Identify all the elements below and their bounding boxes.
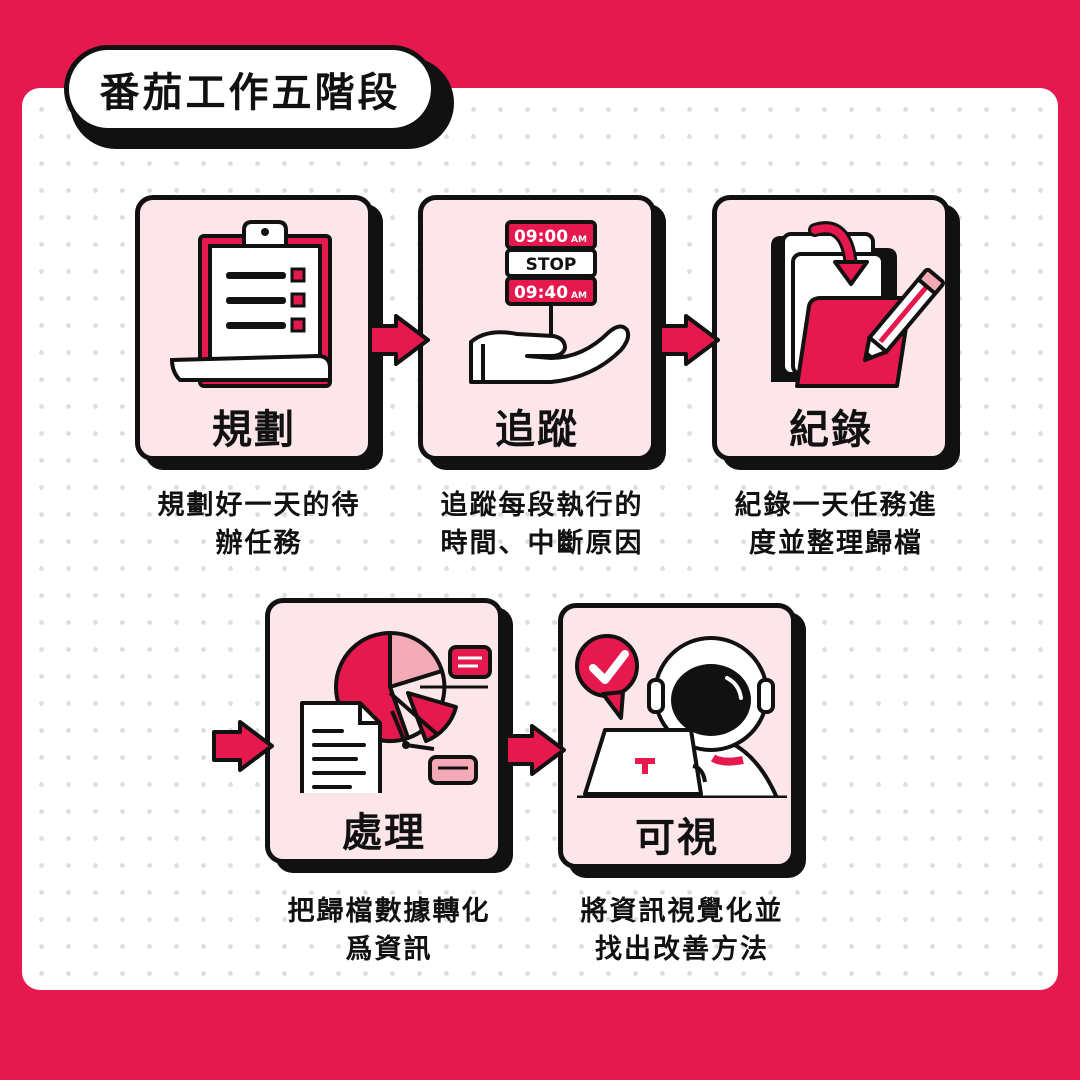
time-tracking-hand-icon: 09:00 AM STOP 09:40 AM — [469, 220, 631, 384]
stage-description: 規劃好一天的待辦任務 — [157, 490, 361, 559]
time-start-label: 09:00 — [514, 227, 568, 247]
stage-title: 可視 — [635, 815, 719, 861]
stage-description: 紀錄一天任務進度並整理歸檔 — [734, 490, 938, 559]
arrow-right-icon — [504, 724, 566, 776]
stage-title: 規劃 — [212, 407, 296, 453]
stage-card-track: 09:00 AM STOP 09:40 AM 追蹤 — [418, 195, 666, 470]
title-badge: 番茄工作五階段 — [64, 45, 454, 149]
time-end-label: 09:40 — [514, 283, 568, 303]
astronaut-laptop-icon — [575, 634, 787, 798]
clipboard-checklist-icon — [169, 220, 332, 388]
stage-description: 追蹤每段執行的時間、中斷原因 — [440, 490, 644, 559]
stage-description: 把歸檔數據轉化爲資訊 — [287, 896, 491, 965]
folder-pencil-icon — [771, 221, 945, 388]
stage-card-visualize: 可視 — [558, 603, 806, 878]
stage-description: 將資訊視覺化並找出改善方法 — [580, 896, 784, 965]
page-title: 番茄工作五階段 — [64, 45, 436, 133]
stage-title: 處理 — [342, 810, 426, 856]
ampm-label: AM — [571, 235, 587, 245]
stage-card-record: 紀錄 — [712, 195, 960, 470]
stage-card-process: 處理 — [265, 598, 513, 873]
stage-title: 紀錄 — [789, 407, 873, 453]
arrow-right-icon — [658, 314, 720, 366]
stop-label: STOP — [526, 255, 577, 275]
document-chart-icon — [300, 630, 492, 793]
arrow-right-icon — [212, 720, 274, 772]
stage-card-plan: 規劃 — [135, 195, 383, 470]
ampm-label: AM — [571, 291, 587, 301]
arrow-right-icon — [368, 314, 430, 366]
stage-title: 追蹤 — [495, 407, 579, 453]
